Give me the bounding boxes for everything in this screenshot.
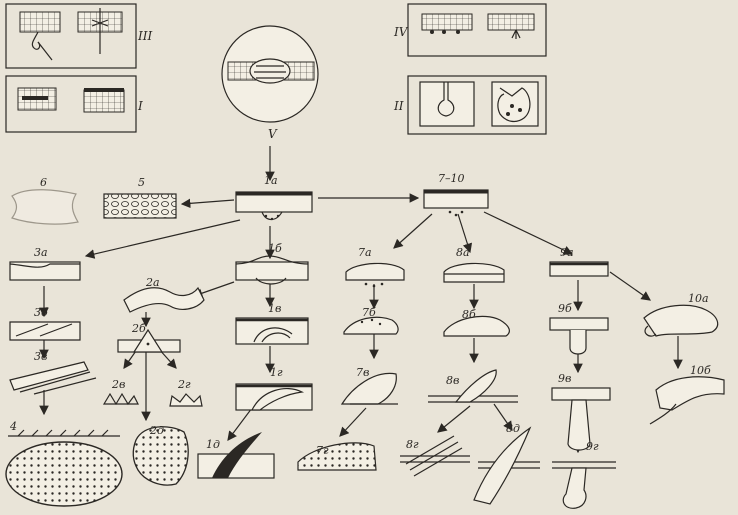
stage-1d: 1д bbox=[197, 432, 275, 479]
label-9g: 9г bbox=[586, 440, 599, 453]
stage-6: 6 bbox=[11, 176, 79, 225]
label-9b: 9б bbox=[558, 302, 572, 315]
stage-2b: 2б bbox=[117, 322, 181, 353]
stage-10b: 10б bbox=[649, 364, 725, 425]
label-9a: 9а bbox=[560, 246, 574, 259]
inset-III: III bbox=[5, 3, 152, 69]
label-4: 4 bbox=[9, 420, 17, 433]
stage-7b: 7б bbox=[343, 306, 399, 335]
label-9v: 9в bbox=[558, 372, 571, 385]
stage-8b: 8б bbox=[443, 308, 510, 337]
stage-2g: 2г bbox=[169, 378, 203, 407]
label-7a: 7а bbox=[358, 246, 372, 259]
stage-7-10: 7–10 bbox=[423, 172, 489, 217]
inset-label-I: I bbox=[137, 99, 143, 113]
stage-3b: 3б bbox=[9, 306, 81, 341]
inset-I: I bbox=[5, 75, 143, 133]
label-3a: 3а bbox=[34, 246, 48, 259]
stage-5: 5 bbox=[103, 176, 177, 219]
stage-3v: 3в bbox=[9, 350, 97, 395]
inset-label-II: II bbox=[393, 99, 404, 113]
label-1g: 1г bbox=[270, 366, 283, 379]
label-2b: 2б bbox=[131, 322, 146, 335]
label-1d: 1д bbox=[206, 438, 220, 451]
stage-8v: 8в bbox=[428, 369, 518, 403]
label-1v: 1в bbox=[268, 302, 281, 315]
label-2v: 2в bbox=[111, 378, 125, 391]
label-8g: 8г bbox=[406, 438, 419, 451]
label-8d: 8д bbox=[506, 422, 520, 435]
stage-9b: 9б bbox=[549, 302, 609, 355]
stage-10a: 10а bbox=[643, 292, 719, 337]
label-7b: 7б bbox=[362, 306, 376, 319]
inset-V-circle: V bbox=[221, 25, 319, 141]
label-8b: 8б bbox=[462, 308, 476, 321]
stage-8d: 8д bbox=[473, 422, 540, 505]
stage-1b: 1б bbox=[235, 242, 309, 285]
stage-8a: 8а bbox=[443, 246, 505, 283]
label-10b: 10б bbox=[690, 364, 711, 377]
label-7g: 7г bbox=[316, 444, 329, 457]
stage-2d: 2д bbox=[132, 424, 189, 486]
inset-label-V: V bbox=[268, 127, 278, 141]
label-8v: 8в bbox=[446, 374, 459, 387]
label-10a: 10а bbox=[688, 292, 709, 305]
stage-9a: 9а bbox=[549, 246, 609, 277]
label-2g: 2г bbox=[177, 378, 191, 391]
stage-3a: 3а bbox=[9, 246, 81, 281]
stage-1a: 1а bbox=[235, 174, 313, 221]
stage-2a: 2а bbox=[123, 276, 205, 313]
inset-label-IV: IV bbox=[393, 25, 409, 39]
label-7v: 7в bbox=[356, 366, 369, 379]
label-8a: 8а bbox=[456, 246, 470, 259]
stage-1v: 1в bbox=[235, 302, 309, 345]
label-3b: 3б bbox=[34, 306, 48, 319]
stage-2v: 2в bbox=[102, 378, 139, 406]
label-2d: 2д bbox=[149, 424, 164, 437]
label-6: 6 bbox=[40, 176, 47, 189]
stage-9v: 9в bbox=[551, 372, 611, 451]
inset-IV: IV bbox=[393, 3, 547, 57]
inset-label-III: III bbox=[137, 29, 152, 43]
stage-8g: 8г bbox=[400, 435, 470, 477]
label-5: 5 bbox=[138, 176, 145, 189]
label-2a: 2а bbox=[145, 276, 160, 289]
stage-9g: 9г bbox=[552, 440, 616, 509]
stage-7v: 7в bbox=[340, 366, 398, 405]
stage-4: 4 bbox=[5, 420, 123, 507]
stage-1g: 1г bbox=[235, 366, 313, 411]
label-7-10: 7–10 bbox=[438, 172, 465, 185]
stage-7g: 7г bbox=[297, 442, 377, 471]
stage-7a: 7а bbox=[345, 246, 405, 288]
label-1a: 1а bbox=[264, 174, 278, 187]
label-3v: 3в bbox=[34, 350, 47, 363]
inset-II: II bbox=[393, 75, 547, 135]
label-1b: 1б bbox=[268, 242, 282, 255]
